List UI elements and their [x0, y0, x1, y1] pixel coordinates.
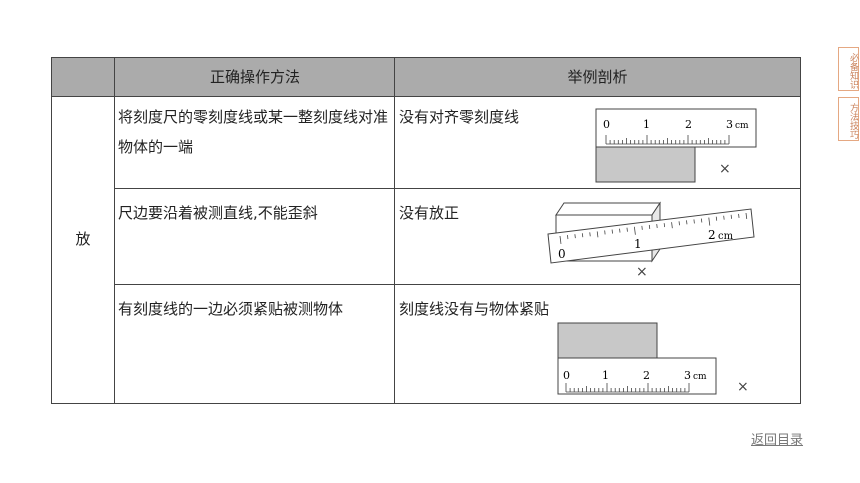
- tick-mark: [671, 222, 673, 229]
- method-table: 正确操作方法 举例剖析 放 将刻度尺的零刻度线或某一整刻度线对准物体的一端 没有…: [51, 57, 801, 404]
- tick-mark: [596, 231, 599, 238]
- unit-label: cm: [693, 372, 707, 382]
- cross-mark: ×: [737, 379, 749, 395]
- row-divider: [114, 284, 800, 285]
- ruler-ticks: [559, 212, 748, 244]
- figure-misaligned-ruler: 0 1 2 3 cm ×: [595, 108, 757, 183]
- row2-method: 尺边要沿着被测直线,不能歪斜: [118, 204, 318, 222]
- tick-label-2: 2: [643, 369, 650, 382]
- tick-label-2: 2: [685, 118, 692, 131]
- unit-label: cm: [735, 121, 749, 131]
- tick-mark: [634, 226, 636, 235]
- row-divider: [114, 188, 800, 189]
- column-divider: [394, 58, 395, 403]
- cross-mark: ×: [719, 161, 731, 177]
- side-tab-knowledge[interactable]: 必备知识: [838, 47, 859, 91]
- header-example: 举例剖析: [567, 68, 628, 86]
- side-tab-methods[interactable]: 方法技巧: [838, 97, 859, 141]
- row3-example: 刻度线没有与物体紧贴: [399, 300, 550, 318]
- tick-label-0: 0: [558, 247, 566, 261]
- tick-label-1: 1: [643, 118, 650, 131]
- figure-tilted-ruler: 0 1 2 cm ×: [547, 201, 755, 277]
- tilted-ruler-body: [547, 208, 755, 264]
- tick-label-0: 0: [603, 118, 610, 131]
- figure-scale-not-touching: 0 1 2 3 cm ×: [557, 322, 749, 395]
- table-header: [52, 58, 800, 97]
- measured-object: [557, 322, 658, 359]
- row1-method: 将刻度尺的零刻度线或某一整刻度线对准物体的一端: [118, 108, 389, 156]
- tick-label-3: 3: [684, 369, 691, 382]
- tick-label-3: 3: [726, 118, 733, 131]
- cross-mark: ×: [636, 264, 648, 277]
- row1-example: 没有对齐零刻度线: [399, 108, 520, 126]
- tick-label-2: 2: [708, 228, 716, 242]
- header-method: 正确操作方法: [209, 68, 300, 86]
- tick-mark: [559, 235, 562, 244]
- measured-object: [595, 146, 696, 183]
- tick-mark: [745, 212, 748, 220]
- ruler-ticks: [565, 383, 690, 393]
- tick-label-0: 0: [563, 369, 570, 382]
- side-label: 放: [75, 230, 91, 248]
- row3-method: 有刻度线的一边必须紧贴被测物体: [118, 300, 344, 318]
- tick-label-1: 1: [602, 369, 609, 382]
- unit-label: cm: [718, 231, 734, 242]
- column-divider: [114, 58, 115, 403]
- tick-mark: [708, 217, 711, 226]
- back-to-contents-link[interactable]: 返回目录: [751, 433, 804, 448]
- tick-label-1: 1: [634, 237, 642, 251]
- ruler-body: [557, 357, 717, 395]
- ruler-ticks: [605, 135, 730, 145]
- row2-example: 没有放正: [399, 204, 460, 222]
- block-top: [555, 202, 661, 216]
